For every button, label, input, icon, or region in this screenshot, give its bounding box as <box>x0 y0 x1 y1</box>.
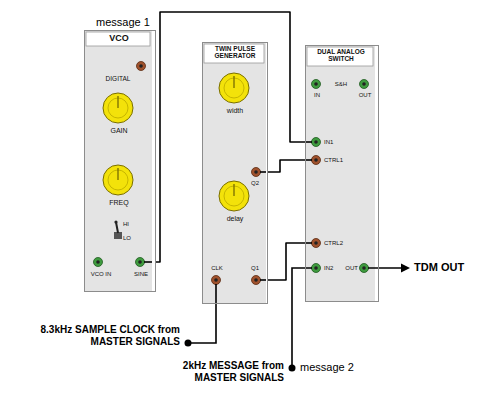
source-label: 2kHz MESSAGE from MASTER SIGNALS <box>168 360 284 384</box>
toggle-lever <box>114 220 117 223</box>
socket-hole <box>314 140 318 144</box>
switch-label: LO <box>123 235 145 242</box>
analog-socket <box>136 258 145 267</box>
socket-label: SINE <box>129 271 153 278</box>
patch-lead <box>268 243 305 280</box>
vco-module: VCO DIGITAL GAIN FREQ HI LO VCO IN SINE <box>84 30 156 292</box>
toggle-lever <box>116 222 118 233</box>
signal-label: message 1 <box>96 16 156 29</box>
patch-lead <box>305 141 312 143</box>
knob <box>103 93 133 123</box>
terminal-dot <box>185 340 192 347</box>
module-title: DUAL ANALOG SWITCH <box>308 48 374 63</box>
patch-lead <box>144 261 152 263</box>
socket-hole <box>254 278 258 282</box>
digital-socket <box>252 168 261 177</box>
switch-label: HI <box>123 221 145 228</box>
knob <box>103 165 133 195</box>
analog-socket <box>360 264 369 273</box>
analog-socket <box>312 264 321 273</box>
title-band <box>204 44 264 63</box>
socket-label: IN <box>306 92 328 99</box>
toggle-switch <box>114 232 122 239</box>
panel-face <box>84 30 152 292</box>
patch-lead <box>305 159 312 161</box>
knob-pointer <box>233 76 234 88</box>
knob-pointer <box>233 184 234 196</box>
knob <box>103 93 133 123</box>
digital-socket <box>137 62 146 71</box>
patch-lead <box>260 279 266 281</box>
socket <box>94 62 369 285</box>
knob <box>219 181 249 211</box>
socket-label: IN1 <box>324 139 358 146</box>
terminal-dot <box>289 365 296 372</box>
socket-hole <box>254 170 258 174</box>
knob <box>219 73 249 103</box>
digital-socket <box>252 276 261 285</box>
digital-socket <box>212 276 221 285</box>
socket-label: CTRL1 <box>324 157 364 164</box>
module-title: VCO <box>87 33 151 43</box>
control-label: FREQ <box>94 199 144 207</box>
message-lead <box>292 268 312 365</box>
patch-lead <box>268 160 305 172</box>
knob <box>219 181 249 211</box>
socket-hole <box>214 278 218 282</box>
patch-lead <box>144 142 403 365</box>
socket-hole <box>314 82 318 86</box>
digital-socket <box>312 239 321 248</box>
panel-face <box>305 45 375 302</box>
analog-socket <box>94 258 103 267</box>
socket-hole <box>96 260 100 264</box>
control-label: GAIN <box>94 127 144 135</box>
socket-hole <box>314 158 318 162</box>
analog-socket <box>312 138 321 147</box>
panel-face <box>202 42 266 304</box>
socket-label: OUT <box>354 92 376 99</box>
socket-label: OUT <box>331 265 358 272</box>
sample-clock-lead <box>191 284 216 343</box>
signal-label: message 2 <box>300 361 370 374</box>
source-label: 8.3kHz SAMPLE CLOCK from MASTER SIGNALS <box>40 324 180 348</box>
patch-lead <box>305 242 312 244</box>
section-label: S&H <box>326 81 356 88</box>
socket-label: IN2 <box>324 265 340 272</box>
patch-lead <box>156 12 305 262</box>
knob-pointer <box>117 168 118 180</box>
analog-socket <box>312 80 321 89</box>
title-band <box>86 32 150 46</box>
socket-label: Q2 <box>245 180 265 187</box>
arrow-head <box>401 264 410 273</box>
digital-socket <box>312 156 321 165</box>
analog-switch-module: DUAL ANALOG SWITCH S&H IN OUT IN1CTRL1CTRL2I… <box>305 45 379 302</box>
control-label: delay <box>210 215 260 223</box>
knob <box>219 73 249 103</box>
socket-hole <box>138 260 142 264</box>
title-band <box>307 47 373 66</box>
output-label: TDM OUT <box>414 261 476 274</box>
output-lead <box>368 267 403 269</box>
socket-label: CLK <box>205 265 229 272</box>
knob <box>103 165 133 195</box>
twin-pulse-module: TWIN PULSE GENERATOR width delay Q2CLK Q1 <box>202 42 268 304</box>
module-title: TWIN PULSE GENERATOR <box>205 45 265 60</box>
socket-hole <box>314 241 318 245</box>
socket-label: Q1 <box>245 265 265 272</box>
socket-hole <box>362 266 366 270</box>
socket-label: CTRL2 <box>324 240 364 247</box>
socket-label: VCO IN <box>87 271 115 278</box>
control-label: width <box>210 107 260 115</box>
analog-socket <box>360 80 369 89</box>
socket-hole <box>362 82 366 86</box>
socket-hole <box>314 266 318 270</box>
socket-label: DIGITAL <box>93 75 143 82</box>
patch-lead <box>260 171 266 173</box>
knob-pointer <box>117 96 118 108</box>
socket-hole <box>139 64 143 68</box>
